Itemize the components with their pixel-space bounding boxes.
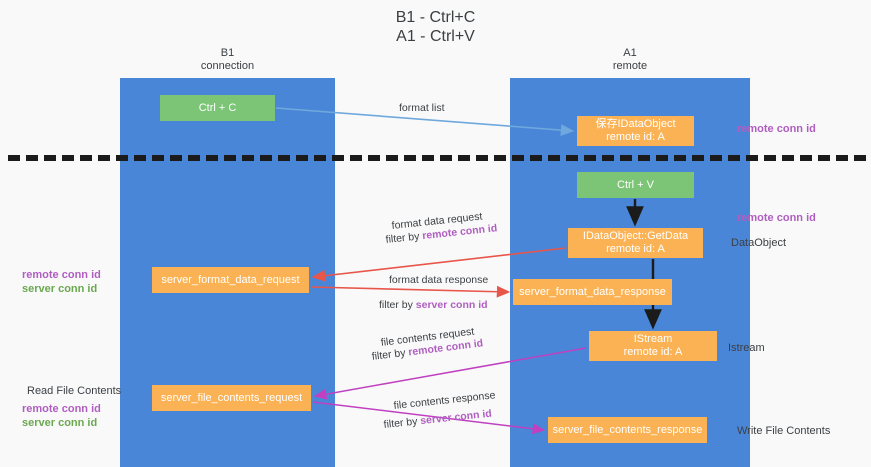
annotation-write-file-contents: Write File Contents [737, 425, 831, 437]
label-format-data-response: format data response [389, 274, 489, 286]
diagram-title: B1 - Ctrl+C A1 - Ctrl+V [395, 9, 476, 45]
annotation-server-conn-id: server conn id [22, 283, 98, 295]
filter-prefix: filter by [379, 299, 416, 311]
filter-key-server-conn-id: server conn id [419, 407, 493, 428]
annotation-remote-conn-id-top: remote conn id [737, 123, 816, 135]
annotation-read-file-contents: Read File Contents [27, 385, 122, 397]
box-server-format-data-response[interactable]: server_format_data_response [513, 279, 672, 305]
box-server-file-contents-request[interactable]: server_file_contents_request [152, 385, 311, 411]
filter-key-server-conn-id: server conn id [415, 299, 488, 311]
lane-header-b1: B1 connection [200, 47, 255, 72]
lane-header-a1: A1 remote [612, 47, 648, 72]
annotation-remote-conn-id: remote conn id [22, 269, 101, 281]
annotation-server-conn-id: server conn id [22, 417, 98, 429]
box-ctrl-c[interactable]: Ctrl + C [160, 95, 275, 121]
box-server-format-data-request[interactable]: server_format_data_request [152, 267, 309, 293]
annotation-left-conn-ids-bottom: remote conn id server conn id [22, 402, 101, 430]
annotation-left-conn-ids-mid: remote conn id server conn id [22, 268, 101, 296]
filter-prefix: filter by [385, 230, 423, 246]
filter-prefix: filter by [371, 346, 410, 363]
label-format-list: format list [399, 102, 445, 114]
box-server-file-contents-response[interactable]: server_file_contents_response [548, 417, 707, 443]
label-format-data-response-filter: filter by server conn id [379, 298, 488, 312]
annotation-remote-conn-id-mid: remote conn id [737, 212, 816, 224]
arrow-format-data-response [310, 285, 511, 298]
phase-divider [8, 155, 866, 161]
filter-prefix: filter by [383, 415, 421, 431]
box-istream[interactable]: IStream remote id: A [589, 331, 717, 361]
box-ctrl-v[interactable]: Ctrl + V [577, 172, 694, 198]
box-idataobject[interactable]: 保存IDataObject remote id: A [577, 116, 694, 146]
annotation-dataobject: DataObject [731, 237, 787, 249]
box-idataobject-getdata[interactable]: IDataObject::GetData remote id: A [568, 228, 703, 258]
annotation-istream: Istream [728, 342, 765, 354]
annotation-remote-conn-id: remote conn id [22, 403, 101, 415]
